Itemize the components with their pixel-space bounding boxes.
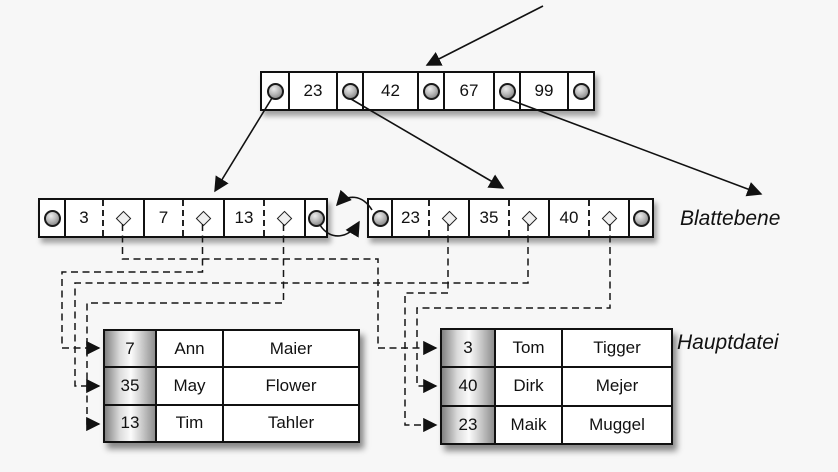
root-key-cell: 42: [362, 73, 417, 109]
record-pointer-cell: [102, 200, 143, 236]
leaf-key-cell: 7: [143, 200, 182, 236]
table-row: 40 Dirk Mejer: [442, 366, 671, 405]
record-pointer-diamond-icon: [441, 210, 457, 226]
record-key: 7: [105, 331, 155, 367]
record-key: 3: [442, 330, 494, 367]
leaf-key-cell: 40: [548, 200, 588, 236]
record-firstname: Tom: [494, 330, 561, 367]
pointer-circle-icon: [498, 82, 516, 100]
arrow-root-to-right-leaf: [350, 98, 505, 189]
pointer-circle-icon: [43, 209, 61, 227]
table-row: 7 Ann Maier: [105, 331, 358, 367]
pointer-circle-icon: [572, 82, 590, 100]
leaf-key: 40: [559, 208, 579, 227]
leaf-key: 35: [479, 208, 499, 227]
root-key-cell: 23: [288, 73, 336, 109]
right-leaf-node: 23 35 40: [367, 198, 654, 238]
leaf-pointer-cell: [40, 200, 64, 236]
leaf-key: 13: [234, 208, 254, 227]
record-key: 13: [105, 405, 155, 441]
main-file-table-left: 7 Ann Maier 35 May Flower 13 Tim Tahler: [103, 329, 360, 443]
table-row: 35 May Flower: [105, 366, 358, 404]
root-key: 99: [534, 81, 554, 100]
root-key-cell: 99: [519, 73, 567, 109]
record-surname: Muggel: [561, 406, 671, 443]
record-surname: Flower: [222, 368, 358, 404]
main-file-table-right: 3 Tom Tigger 40 Dirk Mejer 23 Maik Mugge…: [440, 328, 673, 445]
record-pointer-diamond-icon: [521, 210, 537, 226]
record-firstname: Ann: [155, 331, 222, 367]
pointer-circle-icon: [632, 209, 650, 227]
pointer-circle-icon: [371, 209, 389, 227]
pointer-circle-icon: [341, 82, 359, 100]
record-firstname: Dirk: [494, 368, 561, 405]
record-key: 23: [442, 406, 494, 443]
leaf-pointer-cell: [304, 200, 326, 236]
record-firstname: May: [155, 368, 222, 404]
arrow-root-to-left-leaf: [214, 97, 273, 193]
root-key: 23: [303, 81, 323, 100]
record-pointer-cell: [428, 200, 468, 236]
root-pointer-cell: [262, 73, 288, 109]
root-pointer-cell: [567, 73, 593, 109]
record-firstname: Tim: [155, 405, 222, 441]
root-pointer-cell: [336, 73, 362, 109]
record-pointer-diamond-icon: [195, 210, 212, 226]
root-key-cell: 67: [443, 73, 493, 109]
leaf-key: 7: [158, 208, 169, 227]
leaf-key: 3: [79, 208, 89, 227]
root-pointer-cell: [417, 73, 443, 109]
root-key: 42: [381, 81, 400, 100]
record-pointer-cell: [508, 200, 548, 236]
record-key: 40: [442, 368, 494, 405]
leaf-key-cell: 3: [64, 200, 102, 236]
record-pointer-cell: [588, 200, 628, 236]
record-surname: Maier: [222, 331, 358, 367]
leaf-key-cell: 23: [391, 200, 428, 236]
main-file-label: Hauptdatei: [677, 331, 779, 354]
pointer-circle-icon: [307, 209, 325, 227]
record-pointer-diamond-icon: [601, 210, 617, 226]
record-pointer-diamond-icon: [276, 210, 293, 226]
root-pointer-cell: [493, 73, 519, 109]
record-surname: Tahler: [222, 405, 358, 441]
leaf-key: 23: [401, 208, 420, 227]
record-pointer-cell: [182, 200, 223, 236]
table-row: 23 Maik Muggel: [442, 404, 671, 443]
table-row: 3 Tom Tigger: [442, 330, 671, 367]
leaf-key-cell: 13: [223, 200, 263, 236]
arrow-into-root: [425, 5, 544, 66]
pointer-circle-icon: [422, 82, 440, 100]
record-surname: Mejer: [561, 368, 671, 405]
record-surname: Tigger: [561, 330, 671, 367]
record-pointer-diamond-icon: [115, 210, 132, 226]
leaf-key-cell: 35: [468, 200, 508, 236]
record-firstname: Maik: [494, 406, 561, 443]
arrow-root-to-leaf-level: [507, 98, 763, 197]
leaf-level-label: Blattebene: [680, 207, 781, 230]
root-node: 23 42 67 99: [260, 71, 595, 111]
record-key: 35: [105, 368, 155, 404]
leaf-pointer-cell: [628, 200, 652, 236]
pointer-circle-icon: [266, 82, 284, 100]
root-key: 67: [459, 81, 479, 100]
record-pointer-cell: [263, 200, 304, 236]
leaf-pointer-cell: [369, 200, 391, 236]
table-row: 13 Tim Tahler: [105, 403, 358, 441]
left-leaf-node: 3 7 13: [38, 198, 328, 238]
